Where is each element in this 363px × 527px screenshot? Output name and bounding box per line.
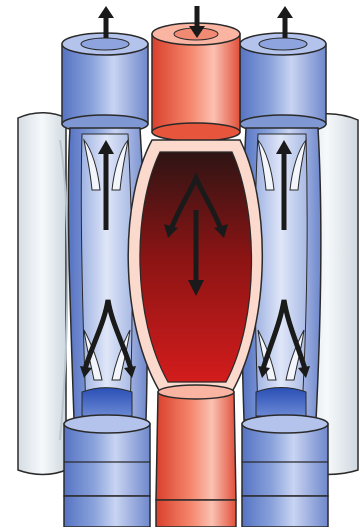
muscle-left <box>18 113 68 475</box>
